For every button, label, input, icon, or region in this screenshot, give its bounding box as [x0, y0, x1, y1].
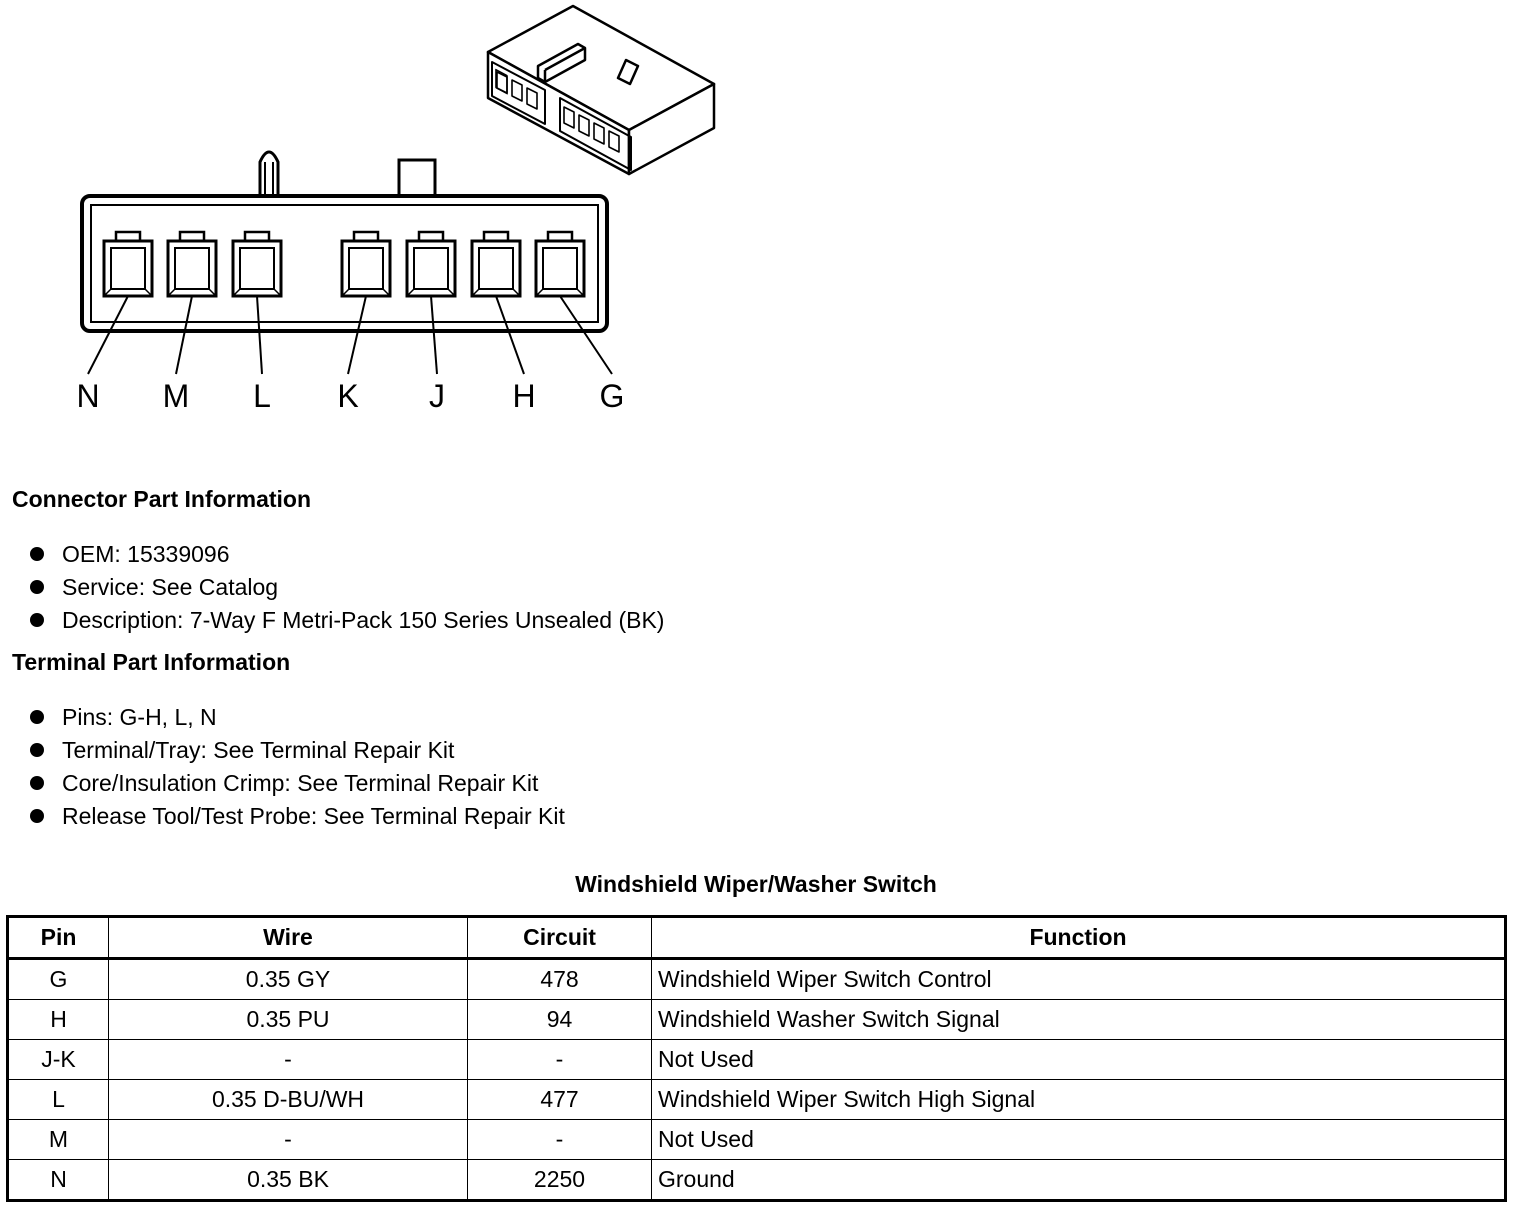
function-cell: Ground — [651, 1159, 1506, 1201]
terminal-cavity-g — [534, 230, 586, 298]
pin-label-k: K — [337, 378, 358, 414]
bullet-icon — [30, 742, 44, 757]
pin-cell: G — [7, 958, 109, 1000]
leader-line-k — [347, 295, 367, 375]
bullet-icon — [30, 579, 44, 594]
table-row: M - - Not Used — [7, 1119, 1506, 1160]
pin-cell: M — [7, 1119, 109, 1160]
table-row: L 0.35 D-BU/WH 477 Windshield Wiper Swit… — [7, 1079, 1506, 1120]
wire-cell: 0.35 GY — [108, 958, 468, 1000]
connector-info-item: Description: 7-Way F Metri-Pack 150 Seri… — [30, 604, 664, 637]
table-row: G 0.35 GY 478 Windshield Wiper Switch Co… — [7, 958, 1506, 1000]
terminal-cavities — [102, 230, 586, 298]
bullet-icon — [30, 546, 44, 561]
bullet-icon — [30, 612, 44, 627]
terminal-cavity-m — [166, 230, 218, 298]
table-row: J-K - - Not Used — [7, 1039, 1506, 1080]
pin-table: Pin Wire Circuit Function G 0.35 GY 478 … — [6, 915, 1507, 1202]
terminal-cavity-k — [340, 230, 392, 298]
terminal-cavity-j — [405, 230, 457, 298]
connector-info-item: OEM: 15339096 — [30, 538, 664, 571]
function-cell: Not Used — [651, 1039, 1506, 1080]
bullet-icon — [30, 808, 44, 823]
circuit-cell: 477 — [467, 1079, 652, 1120]
pin-label-n: N — [76, 378, 99, 414]
function-cell: Windshield Wiper Switch High Signal — [651, 1079, 1506, 1120]
column-header-wire: Wire — [108, 916, 468, 959]
wire-cell: - — [108, 1039, 468, 1080]
table-row: N 0.35 BK 2250 Ground — [7, 1159, 1506, 1201]
leader-line-m — [175, 295, 193, 375]
pin-label-l: L — [253, 378, 271, 414]
pin-label-m: M — [163, 378, 190, 414]
leader-line-j — [430, 295, 438, 375]
pin-label-g: G — [600, 378, 625, 414]
terminal-info-item: Pins: G-H, L, N — [30, 701, 565, 734]
wire-cell: - — [108, 1119, 468, 1160]
circuit-cell: 478 — [467, 958, 652, 1000]
function-cell: Windshield Washer Switch Signal — [651, 999, 1506, 1040]
pin-cell: J-K — [7, 1039, 109, 1080]
pin-cell: N — [7, 1159, 109, 1201]
terminal-info-item: Terminal/Tray: See Terminal Repair Kit — [30, 734, 565, 767]
circuit-cell: - — [467, 1119, 652, 1160]
terminal-part-info-title: Terminal Part Information — [12, 649, 291, 675]
leader-line-n — [87, 295, 129, 375]
column-header-function: Function — [651, 916, 1506, 959]
pin-cell: H — [7, 999, 109, 1040]
circuit-cell: - — [467, 1039, 652, 1080]
connector-part-info-title: Connector Part Information — [12, 486, 312, 512]
connector-part-info-list: OEM: 15339096 Service: See Catalog Descr… — [30, 538, 664, 637]
function-cell: Not Used — [651, 1119, 1506, 1160]
pin-label-h: H — [512, 378, 535, 414]
wire-cell: 0.35 D-BU/WH — [108, 1079, 468, 1120]
column-header-circuit: Circuit — [467, 916, 652, 959]
circuit-cell: 94 — [467, 999, 652, 1040]
connector-3d-view — [486, 4, 716, 176]
table-header-row: Pin Wire Circuit Function — [7, 916, 1506, 959]
function-cell: Windshield Wiper Switch Control — [651, 958, 1506, 1000]
leader-line-l — [256, 295, 263, 375]
table-title: Windshield Wiper/Washer Switch — [575, 871, 937, 897]
terminal-info-item: Core/Insulation Crimp: See Terminal Repa… — [30, 767, 565, 800]
pin-cell: L — [7, 1079, 109, 1120]
pin-label-j: J — [429, 378, 445, 414]
wire-cell: 0.35 BK — [108, 1159, 468, 1201]
column-header-pin: Pin — [7, 916, 109, 959]
terminal-cavity-n — [102, 230, 154, 298]
leader-line-g — [559, 295, 613, 375]
bullet-icon — [30, 709, 44, 724]
connector-info-item: Service: See Catalog — [30, 571, 664, 604]
terminal-cavity-h — [470, 230, 522, 298]
terminal-part-info-list: Pins: G-H, L, N Terminal/Tray: See Termi… — [30, 701, 565, 833]
table-row: H 0.35 PU 94 Windshield Washer Switch Si… — [7, 999, 1506, 1040]
leader-line-h — [495, 295, 525, 375]
terminal-info-item: Release Tool/Test Probe: See Terminal Re… — [30, 800, 565, 833]
wire-cell: 0.35 PU — [108, 999, 468, 1040]
circuit-cell: 2250 — [467, 1159, 652, 1201]
terminal-cavity-l — [231, 230, 283, 298]
bullet-icon — [30, 775, 44, 790]
